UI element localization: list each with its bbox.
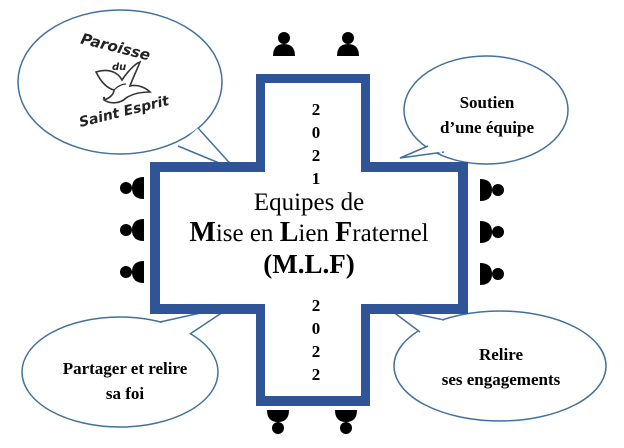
year-digit: 1 xyxy=(311,169,321,188)
logo-line-2: du xyxy=(112,62,127,73)
bubble-text-bottom-right: Relire ses engagements xyxy=(412,342,590,392)
person-icon xyxy=(120,261,144,283)
cross-inner xyxy=(160,83,458,396)
bubble-top-right xyxy=(399,55,569,165)
bubble-text-bottom-left: Partager et relire sa foi xyxy=(42,356,208,406)
person-icon xyxy=(337,32,359,56)
person-icon xyxy=(120,219,144,241)
year-digit: 2 xyxy=(311,365,321,384)
diagram-title: Equipes de Mise en Lien Fraternel (M.L.F… xyxy=(160,188,458,279)
person-icon xyxy=(480,221,504,243)
title-initial: M xyxy=(189,217,216,248)
title-fragment: ise en xyxy=(215,220,280,247)
year-digit: 2 xyxy=(311,342,321,361)
title-fragment: raternel xyxy=(352,220,429,247)
year-digit: 2 xyxy=(311,296,321,315)
bubble-line: sa foi xyxy=(105,384,145,403)
year-digit: 0 xyxy=(311,123,321,142)
year-top: 2 0 2 1 xyxy=(306,98,326,190)
bubble-line: Relire xyxy=(478,345,524,364)
year-digit: 0 xyxy=(311,319,321,338)
person-icon xyxy=(335,410,357,434)
title-line-2: Mise en Lien Fraternel xyxy=(160,218,458,249)
title-fragment: ien xyxy=(298,220,336,247)
title-initial: F xyxy=(335,217,353,248)
person-icon xyxy=(480,179,504,201)
bubble-text-top-right: Soutien d’une équipe xyxy=(420,90,554,140)
person-icon xyxy=(120,177,144,199)
year-digit: 2 xyxy=(311,100,321,119)
bubble-line: Soutien xyxy=(459,93,515,112)
person-icon xyxy=(480,263,504,285)
title-initial: L xyxy=(279,217,299,248)
bubble-line: Partager et relire xyxy=(62,359,188,378)
year-digit: 2 xyxy=(311,146,321,165)
bubble-line: ses engagements xyxy=(441,370,561,389)
person-icon xyxy=(267,410,289,434)
title-line-3: (M.L.F) xyxy=(263,249,355,279)
person-icon xyxy=(273,32,295,56)
year-bottom: 2 0 2 2 xyxy=(306,294,326,386)
bubble-line: d’une équipe xyxy=(440,118,534,137)
dove-icon xyxy=(94,60,152,104)
people xyxy=(120,32,504,434)
title-line-1: Equipes de xyxy=(253,189,365,216)
